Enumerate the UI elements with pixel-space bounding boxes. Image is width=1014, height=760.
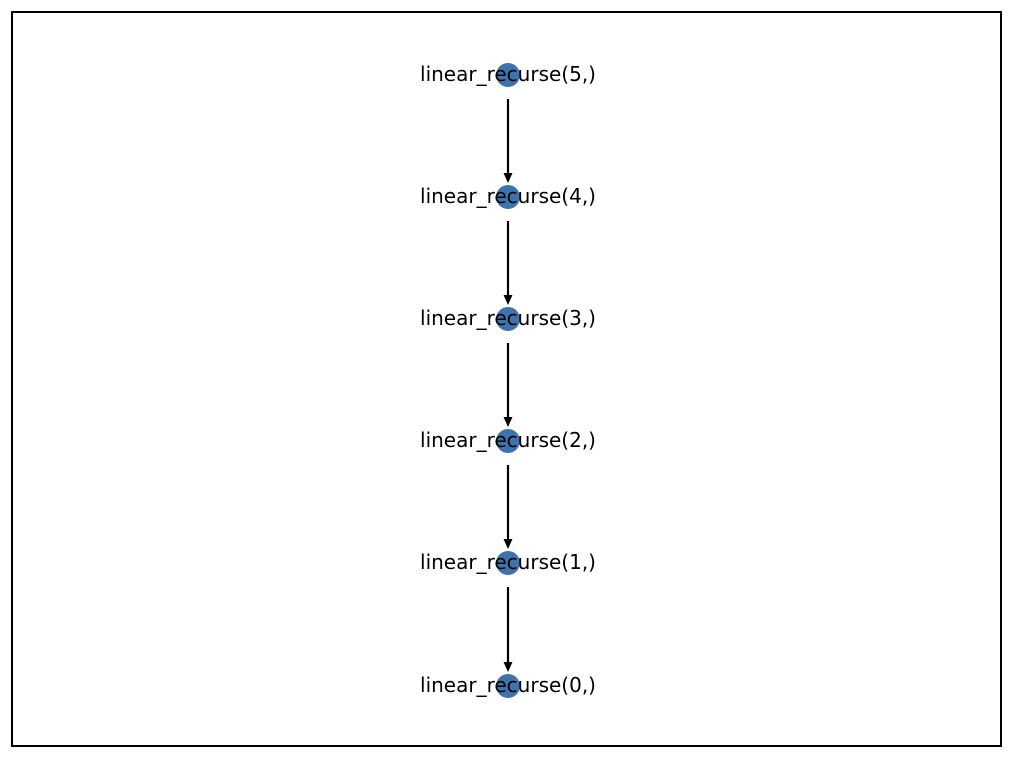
graph-node: linear_recurse(1,)	[420, 550, 596, 575]
edge-arrow	[503, 465, 513, 549]
node-marker	[496, 551, 520, 575]
edge-arrow	[503, 99, 513, 183]
graph-node: linear_recurse(0,)	[420, 673, 596, 698]
edge-arrow	[503, 587, 513, 672]
graph-node: linear_recurse(3,)	[420, 306, 596, 331]
node-label: linear_recurse(4,)	[420, 184, 596, 208]
edge-arrow	[503, 343, 513, 427]
node-marker	[496, 674, 520, 698]
node-label: linear_recurse(5,)	[420, 62, 596, 86]
node-label: linear_recurse(2,)	[420, 428, 596, 452]
node-label: linear_recurse(1,)	[420, 550, 596, 574]
node-marker	[496, 429, 520, 453]
node-marker	[496, 63, 520, 87]
edge-arrowhead	[503, 295, 513, 305]
edge-arrow	[503, 221, 513, 305]
edges	[503, 99, 513, 672]
graph-node: linear_recurse(2,)	[420, 428, 596, 453]
graph-node: linear_recurse(5,)	[420, 62, 596, 87]
edge-arrowhead	[503, 662, 513, 672]
edge-arrowhead	[503, 417, 513, 427]
node-marker	[496, 185, 520, 209]
plot-frame	[11, 11, 1002, 747]
node-label: linear_recurse(3,)	[420, 306, 596, 330]
edge-arrowhead	[503, 539, 513, 549]
graph-node: linear_recurse(4,)	[420, 184, 596, 209]
edge-arrowhead	[503, 173, 513, 183]
node-marker	[496, 307, 520, 331]
node-label: linear_recurse(0,)	[420, 673, 596, 697]
